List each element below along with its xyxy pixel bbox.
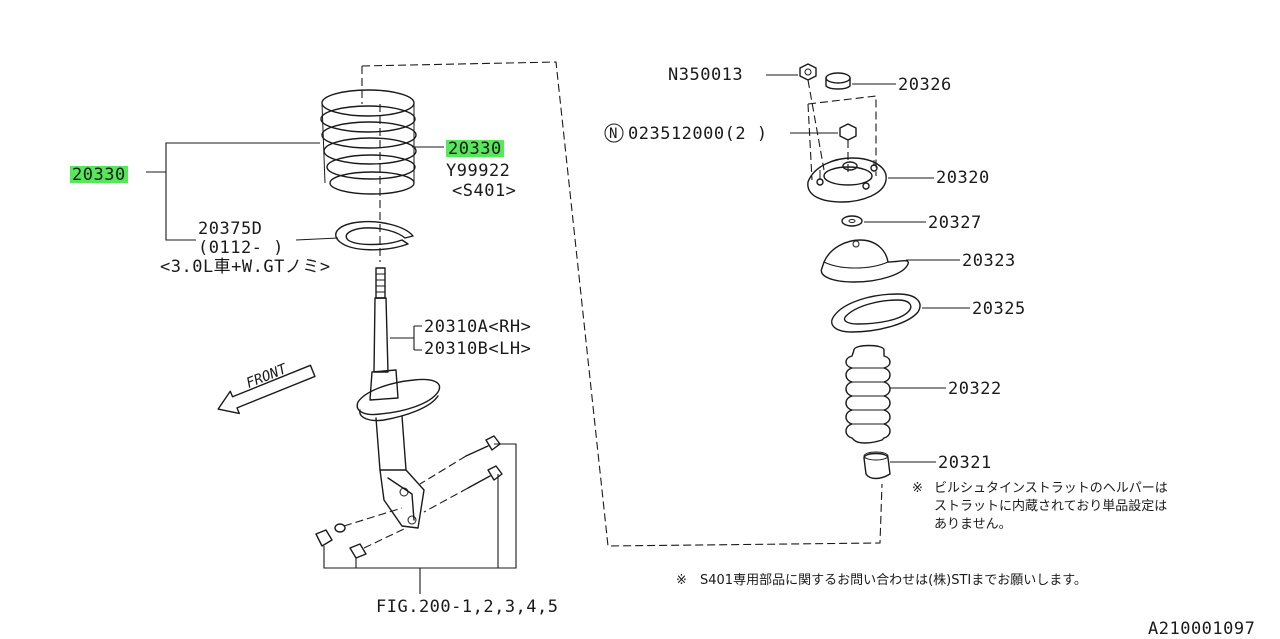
label-boot[interactable]: 20322 [948, 379, 1002, 399]
coil-spring [320, 89, 417, 195]
label-seat[interactable]: 20323 [962, 251, 1016, 271]
spacer-leader [295, 237, 339, 241]
note-helper-line2: ストラットに内蔵されており単品設定は [934, 498, 1167, 514]
label-rubber-seat[interactable]: 20325 [972, 299, 1026, 319]
strut-mount [807, 157, 887, 203]
rubber-seat [831, 293, 921, 333]
front-arrow: FRONT [217, 361, 316, 415]
label-spacer-note: <3.0L車+W.GTノミ> [160, 257, 331, 277]
upper-spring-seat [820, 239, 909, 283]
note-helper-mark: ※ [912, 481, 923, 496]
label-spring-right[interactable]: 20330 [448, 139, 502, 159]
note-s401: S401専用部品に関するお問い合わせは(株)STIまでお願いします。 [700, 573, 1087, 588]
mount-nut [839, 123, 857, 141]
label-spring-alt[interactable]: Y99922 [446, 161, 510, 181]
label-nut-mount[interactable]: 023512000(2 ) [628, 124, 768, 144]
knuckle-bolts [315, 435, 503, 559]
front-label: FRONT [244, 361, 291, 392]
label-strut-lh[interactable]: 20310B<LH> [424, 339, 531, 359]
diagram-id: A210001097 [1148, 619, 1255, 639]
label-mount[interactable]: 20320 [936, 168, 990, 188]
label-washer[interactable]: 20327 [928, 213, 982, 233]
spacer-ring [335, 220, 414, 251]
highlight-spring-right [446, 140, 504, 157]
label-fig-ref[interactable]: FIG.200-1,2,3,4,5 [376, 597, 559, 617]
label-spacer[interactable]: 20375D [198, 219, 262, 239]
label-spring-left[interactable]: 20330 [72, 165, 126, 185]
n-circle-icon [604, 123, 624, 143]
bump-stop [863, 451, 891, 480]
strut-rod [373, 267, 389, 373]
assembly-outline [361, 61, 883, 547]
washer [841, 215, 863, 227]
highlight-spring-left [70, 166, 128, 183]
strut-body [356, 369, 441, 529]
note-helper-line3: ありません。 [934, 517, 1012, 532]
label-strut-rh[interactable]: 20310A<RH> [424, 317, 531, 337]
top-nut [799, 63, 817, 81]
mount-guide-dash [807, 79, 877, 181]
label-bump-stop[interactable]: 20321 [938, 453, 992, 473]
label-cap[interactable]: 20326 [898, 75, 952, 95]
note-s401-mark: ※ [676, 573, 687, 588]
spring-leader-left [146, 142, 320, 241]
note-helper-line1: ビルシュタインストラットのヘルパーは [934, 481, 1168, 496]
label-nut-mount-circle: N [609, 126, 617, 142]
label-spring-alt-note: <S401> [452, 181, 516, 201]
fig-bracket [323, 443, 517, 594]
label-nut-top[interactable]: N350013 [668, 65, 743, 85]
label-spacer-date: (0112- ) [198, 238, 284, 258]
strut-leader [390, 325, 422, 351]
dust-cap [825, 72, 851, 90]
bellows-boot [845, 344, 891, 444]
